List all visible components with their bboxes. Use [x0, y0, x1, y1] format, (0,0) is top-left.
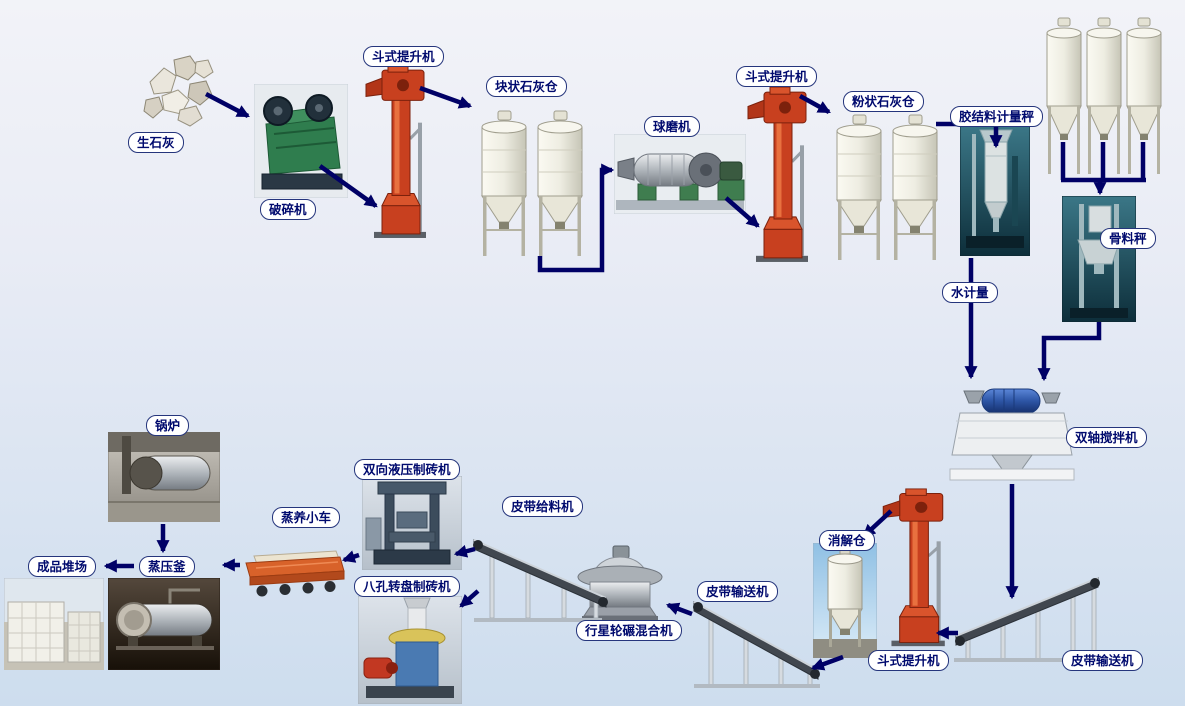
rotary-brick-machine-image [358, 596, 462, 704]
binder-scale-graphic [960, 126, 1030, 256]
powder-lime-silo-graphic [836, 114, 938, 261]
label-product-yard: 成品堆场 [28, 556, 97, 577]
belt-conveyor-mid-graphic [693, 601, 820, 688]
label-quicklime: 生石灰 [128, 132, 184, 153]
twin-shaft-mixer-graphic [949, 388, 1075, 481]
aggregate-scale-image [1062, 196, 1136, 322]
label-bucket-elevator-2: 斗式提升机 [736, 66, 817, 87]
product-yard-image [4, 578, 104, 670]
ball-mill-image [614, 134, 746, 214]
steam-curing-cart-image [242, 546, 348, 604]
aggregate-silos-image [1044, 16, 1166, 184]
label-planetary-mixer: 行星轮碾混合机 [576, 620, 682, 641]
label-digestion-silo: 消解仓 [819, 530, 875, 551]
crusher-graphic [254, 84, 348, 198]
label-bucket-elevator-1: 斗式提升机 [363, 46, 444, 67]
belt-conveyor-right-image [948, 552, 1108, 664]
label-ball-mill: 球磨机 [644, 116, 700, 137]
label-twin-shaft-mixer: 双轴搅拌机 [1066, 427, 1147, 448]
rotary-brick-machine-graphic [358, 596, 462, 704]
bucket-elevator-2-image [738, 86, 816, 264]
belt-feeder-image [466, 522, 614, 624]
label-water-meter: 水计量 [942, 282, 998, 303]
belt-conveyor-mid-image [686, 588, 826, 690]
hydraulic-brick-machine-image [362, 476, 462, 570]
bucket-elevator-1-image [356, 64, 434, 240]
ball-mill-graphic [614, 134, 746, 214]
autoclave-image [108, 578, 220, 670]
boiler-graphic [108, 432, 220, 522]
aggregate-scale-graphic [1062, 196, 1136, 322]
belt-conveyor-right-graphic [954, 577, 1102, 662]
powder-lime-silo-image [833, 112, 941, 266]
binder-scale-image [960, 126, 1030, 256]
belt-feeder-graphic [473, 539, 608, 622]
label-lump-lime-silo: 块状石灰仓 [486, 76, 567, 97]
product-yard-graphic [4, 578, 104, 670]
autoclave-graphic [108, 578, 220, 670]
hydraulic-brick-machine-graphic [362, 476, 462, 570]
steam-curing-cart-graphic [245, 550, 345, 597]
lump-lime-silo-image [478, 108, 586, 262]
digestion-silo-image [813, 543, 877, 658]
aggregate-silos-graphic [1046, 17, 1162, 175]
arrow-aggregate-scale-to-mixer [1037, 322, 1102, 382]
label-belt-conveyor-right: 皮带输送机 [1062, 650, 1143, 671]
label-belt-feeder: 皮带给料机 [502, 496, 583, 517]
label-binder-scale: 胶结料计量秤 [950, 106, 1044, 127]
quicklime-rocks-graphic [143, 55, 214, 127]
label-powder-lime-silo: 粉状石灰仓 [843, 91, 924, 112]
label-belt-conveyor-mid: 皮带输送机 [697, 581, 778, 602]
bucket-elevator-2-graphic [746, 86, 810, 264]
label-crusher: 破碎机 [260, 199, 316, 220]
label-rotary-brick-machine: 八孔转盘制砖机 [354, 576, 460, 597]
label-aggregate-scale: 骨料秤 [1100, 228, 1156, 249]
bucket-elevator-3-image [873, 488, 953, 648]
label-bucket-elevator-3: 斗式提升机 [868, 650, 949, 671]
crusher-image [254, 84, 348, 198]
boiler-image [108, 432, 220, 522]
label-steam-curing-cart: 蒸养小车 [272, 507, 341, 528]
twin-shaft-mixer-image [948, 383, 1076, 483]
quicklime-rocks-image [138, 50, 220, 130]
lump-lime-silo-graphic [481, 110, 583, 257]
label-hydraulic-brick-machine: 双向液压制砖机 [354, 459, 460, 480]
label-boiler: 锅炉 [146, 415, 190, 436]
label-autoclave: 蒸压釜 [139, 556, 195, 577]
bucket-elevator-3-graphic [881, 488, 947, 648]
digestion-silo-graphic [813, 543, 877, 658]
bucket-elevator-1-graphic [364, 64, 428, 240]
